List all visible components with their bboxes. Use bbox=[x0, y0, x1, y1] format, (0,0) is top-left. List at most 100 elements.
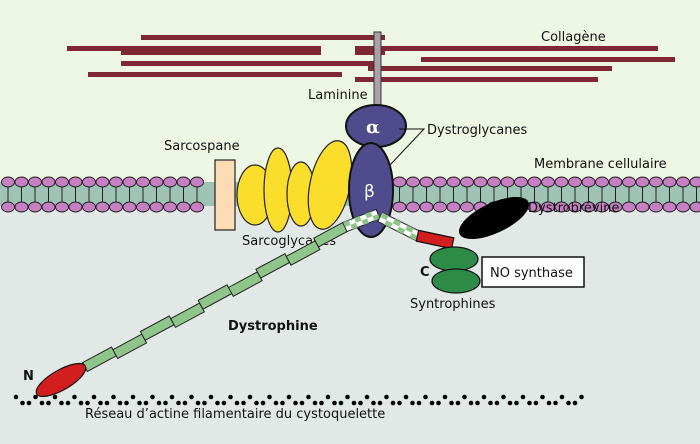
label-sarcospan: Sarcospane bbox=[164, 139, 240, 154]
lipid-head bbox=[676, 201, 690, 213]
lipid-head bbox=[28, 201, 42, 213]
actin-monomer bbox=[20, 400, 25, 406]
actin-monomer bbox=[481, 394, 487, 400]
lipid-head bbox=[635, 176, 650, 188]
lipid-head bbox=[149, 201, 164, 213]
lipid-head bbox=[1, 176, 15, 188]
actin-monomer bbox=[559, 394, 565, 400]
collagen-fibers bbox=[67, 35, 675, 82]
actin-monomer bbox=[221, 400, 227, 406]
label-dystrobrevin: Dystrobrévine bbox=[528, 201, 619, 216]
lipid-head bbox=[649, 201, 663, 213]
lipid-head bbox=[109, 176, 123, 188]
actin-monomer bbox=[358, 400, 363, 406]
lipid-head bbox=[514, 176, 528, 188]
actin-monomer bbox=[39, 400, 45, 406]
actin-monomer bbox=[319, 400, 324, 406]
collagen-fiber bbox=[355, 77, 598, 82]
actin-monomer bbox=[215, 400, 220, 406]
dystrophin-hinge bbox=[377, 211, 421, 242]
lipid-head bbox=[406, 176, 420, 188]
lipid-head bbox=[55, 201, 69, 213]
lipid-head bbox=[689, 201, 700, 213]
actin-monomer bbox=[332, 400, 337, 406]
hinge-check bbox=[343, 220, 351, 228]
lipid-head bbox=[433, 201, 447, 213]
collagen-fiber bbox=[355, 46, 385, 55]
lipid-head bbox=[662, 176, 677, 188]
lipid-head bbox=[122, 201, 137, 213]
actin-monomer bbox=[325, 394, 331, 400]
lipid-head bbox=[82, 201, 96, 213]
lipid-head bbox=[554, 176, 569, 188]
label-dystrophin: Dystrophine bbox=[228, 319, 318, 334]
lipid-head bbox=[446, 176, 461, 188]
lipid-head bbox=[581, 176, 596, 188]
actin-monomer bbox=[33, 394, 38, 400]
actin-monomer bbox=[98, 400, 103, 406]
actin-monomer bbox=[117, 400, 123, 406]
actin-monomer bbox=[163, 400, 168, 406]
actin-monomer bbox=[351, 400, 357, 406]
lipid-head bbox=[473, 176, 488, 188]
actin-monomer bbox=[78, 400, 84, 406]
hinge-check bbox=[380, 212, 389, 221]
actin-monomer bbox=[241, 400, 246, 406]
actin-monomer bbox=[65, 400, 71, 406]
actin-monomer bbox=[501, 394, 506, 400]
actin-monomer bbox=[202, 400, 207, 406]
hinge-check bbox=[361, 218, 369, 226]
actin-monomer bbox=[371, 400, 376, 406]
lipid-head bbox=[460, 201, 474, 213]
actin-monomer bbox=[312, 400, 318, 406]
hinge-check bbox=[405, 225, 414, 233]
lipid-head bbox=[163, 201, 177, 213]
actin-monomer bbox=[85, 400, 90, 406]
actin-monomer bbox=[507, 400, 513, 406]
actin-monomer bbox=[59, 400, 64, 406]
actin-monomer bbox=[189, 394, 194, 400]
collagen-fiber bbox=[421, 57, 675, 62]
actin-monomer bbox=[176, 400, 181, 406]
actin-monomer bbox=[267, 394, 272, 400]
dystrobrevin bbox=[458, 196, 530, 240]
collagen-fiber bbox=[88, 72, 342, 77]
label-n-terminus: N bbox=[23, 369, 34, 384]
lipid-head bbox=[406, 201, 420, 213]
syntrophin bbox=[431, 268, 481, 294]
actin-monomer bbox=[124, 400, 129, 406]
lipid-head bbox=[14, 176, 29, 188]
actin-monomer bbox=[150, 394, 155, 400]
actin-monomer bbox=[182, 400, 188, 406]
actin-monomer bbox=[520, 394, 526, 400]
lipid-head bbox=[109, 201, 123, 213]
actin-monomer bbox=[234, 400, 240, 406]
actin-monomer bbox=[546, 400, 552, 406]
lipid-head bbox=[82, 176, 96, 188]
actin-monomer bbox=[455, 400, 461, 406]
actin-monomer bbox=[384, 394, 389, 400]
lipid-head bbox=[68, 176, 83, 188]
lipid-head bbox=[568, 176, 582, 188]
actin-monomer bbox=[533, 400, 539, 406]
collagen-fiber bbox=[141, 35, 385, 40]
actin-monomer bbox=[13, 394, 19, 400]
actin-monomer bbox=[449, 400, 454, 406]
actin-monomer bbox=[46, 400, 51, 406]
actin-monomer bbox=[475, 400, 480, 406]
actin-monomer bbox=[286, 394, 292, 400]
actin-monomer bbox=[228, 394, 233, 400]
lipid-head bbox=[689, 176, 700, 188]
actin-monomer bbox=[390, 400, 396, 406]
sarcoglycans bbox=[236, 140, 353, 233]
actin-monomer bbox=[514, 400, 519, 406]
syntrophin bbox=[429, 246, 479, 272]
actin-monomer bbox=[423, 394, 428, 400]
label-dystroglycans: Dystroglycanes bbox=[427, 123, 527, 138]
lipid-head bbox=[662, 201, 677, 213]
actin-monomer bbox=[527, 400, 532, 406]
actin-monomer bbox=[195, 400, 201, 406]
hinge-check bbox=[365, 211, 373, 219]
dystrophin bbox=[81, 208, 421, 373]
